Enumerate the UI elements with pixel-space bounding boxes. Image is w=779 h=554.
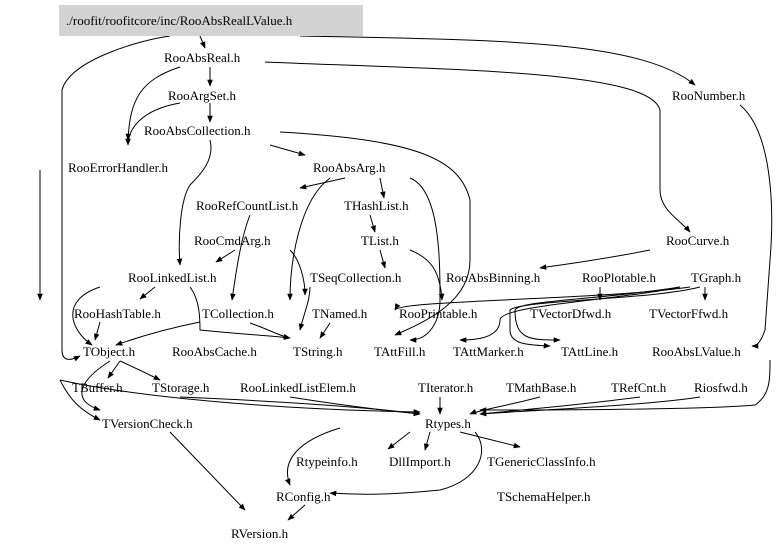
dependency-edge [285, 427, 341, 486]
node-tvectordfwd[interactable]: TVectorDfwd.h [530, 306, 612, 321]
dependency-edge [119, 360, 161, 381]
dependency-edge [509, 286, 701, 349]
dependency-edge [423, 431, 431, 451]
dependency-edge [409, 249, 445, 301]
node-tobject[interactable]: TObject.h [83, 344, 136, 359]
dependency-edge [215, 249, 236, 263]
dependency-edge [299, 177, 346, 190]
dependency-edge [459, 431, 521, 449]
node-rooabscache[interactable]: RooAbsCache.h [172, 344, 257, 359]
dependency-edges [37, 35, 773, 521]
node-roonumber[interactable]: RooNumber.h [672, 88, 746, 103]
node-tlist[interactable]: TList.h [361, 233, 399, 248]
node-tattline[interactable]: TAttLine.h [561, 344, 619, 359]
dependency-edge [739, 104, 773, 349]
node-labels: ./roofit/roofitcore/inc/RooAbsRealLValue… [66, 13, 748, 541]
node-titerator[interactable]: TIterator.h [418, 380, 474, 395]
dependency-edge [514, 286, 681, 343]
node-rooprintable[interactable]: RooPrintable.h [399, 306, 478, 321]
dependency-edge [169, 431, 246, 511]
node-rconfig[interactable]: RConfig.h [276, 489, 331, 504]
dependency-edge [379, 249, 387, 269]
node-roocmdarg[interactable]: RooCmdArg.h [194, 233, 271, 248]
dependency-edge [139, 286, 156, 300]
node-roolinkedlist[interactable]: RooLinkedList.h [128, 270, 217, 285]
dependency-edge [329, 431, 483, 497]
node-tgenericclassinfo[interactable]: TGenericClassInfo.h [487, 454, 596, 469]
dependency-edge [176, 139, 212, 266]
dependency-edge [107, 360, 121, 379]
root-node-label[interactable]: ./roofit/roofitcore/inc/RooAbsRealLValue… [66, 13, 293, 28]
dependency-edge [125, 66, 181, 141]
node-tvectorffwd[interactable]: TVectorFfwd.h [649, 306, 729, 321]
dependency-edge [287, 504, 306, 521]
dependency-edge [189, 286, 291, 340]
node-dllimport[interactable]: DllImport.h [389, 454, 451, 469]
node-tattfill[interactable]: TAttFill.h [374, 344, 426, 359]
dependency-edge [289, 396, 421, 417]
dependency-edge [199, 35, 206, 49]
dependency-edge [93, 321, 101, 341]
node-roohashtable[interactable]: RooHashTable.h [74, 306, 161, 321]
node-trefcnt[interactable]: TRefCnt.h [611, 380, 667, 395]
dependency-edge [115, 321, 201, 346]
dependency-edge [81, 360, 111, 411]
node-rtypeinfo[interactable]: Rtypeinfo.h [296, 454, 358, 469]
node-rooplotable[interactable]: RooPlotable.h [582, 270, 657, 285]
dependency-edge [59, 379, 101, 421]
dependency-edge [264, 61, 691, 233]
dependency-edge [279, 131, 471, 336]
dependency-edge [72, 286, 101, 346]
root-node-box [59, 5, 363, 36]
dependency-edge [249, 322, 291, 340]
node-tattmarker[interactable]: TAttMarker.h [453, 344, 524, 359]
node-tstring[interactable]: TString.h [293, 344, 343, 359]
dependency-edge [379, 177, 386, 199]
node-thashlist[interactable]: THashList.h [344, 198, 409, 213]
node-rooerrorhandler[interactable]: RooErrorHandler.h [68, 160, 169, 175]
dependency-edge [319, 322, 331, 339]
node-rooabslvalue[interactable]: RooAbsLValue.h [652, 344, 741, 359]
dependency-edge [59, 379, 421, 415]
dependency-edge [269, 144, 306, 156]
dependency-edge [61, 35, 171, 362]
node-rooabsreal[interactable]: RooAbsReal.h [164, 50, 241, 65]
node-rooabsbinning[interactable]: RooAbsBinning.h [446, 270, 541, 285]
node-riosfwd[interactable]: Riosfwd.h [694, 380, 748, 395]
dependency-edge [479, 396, 701, 417]
node-rooabscollection[interactable]: RooAbsCollection.h [144, 123, 251, 138]
node-rversion[interactable]: RVersion.h [231, 526, 289, 541]
dependency-edge [409, 177, 441, 343]
dependency-edge [289, 249, 308, 296]
dependency-edge [299, 35, 696, 86]
dependency-edge [387, 431, 411, 450]
node-tgraph[interactable]: TGraph.h [691, 270, 742, 285]
node-tnamed[interactable]: TNamed.h [312, 306, 368, 321]
dependency-edge [459, 286, 681, 343]
node-tversioncheck[interactable]: TVersionCheck.h [102, 416, 193, 431]
dependency-edge [369, 214, 376, 233]
dependency-edge [298, 286, 311, 331]
node-tbuffer[interactable]: TBuffer.h [72, 380, 123, 395]
node-tstorage[interactable]: TStorage.h [152, 380, 210, 395]
node-roorefcountlist[interactable]: RooRefCountList.h [196, 198, 299, 213]
node-rtypes[interactable]: Rtypes.h [425, 416, 471, 431]
node-tschemahelper[interactable]: TSchemaHelper.h [497, 489, 591, 504]
node-tmathbase[interactable]: TMathBase.h [506, 380, 577, 395]
dependency-edge [469, 396, 541, 415]
node-rooabsarg[interactable]: RooAbsArg.h [313, 160, 386, 175]
dependency-edge [125, 102, 181, 146]
node-roocurve[interactable]: RooCurve.h [666, 233, 730, 248]
dependency-edge [539, 249, 651, 270]
node-rooargset[interactable]: RooArgSet.h [168, 88, 237, 103]
dependency-edge [230, 214, 251, 301]
dependency-edge [287, 177, 331, 301]
node-roolinkedlistelem[interactable]: RooLinkedListElem.h [240, 380, 356, 395]
node-tcollection[interactable]: TCollection.h [202, 306, 274, 321]
dependency-edge [479, 359, 771, 413]
node-tseqcollection[interactable]: TSeqCollection.h [310, 270, 402, 285]
